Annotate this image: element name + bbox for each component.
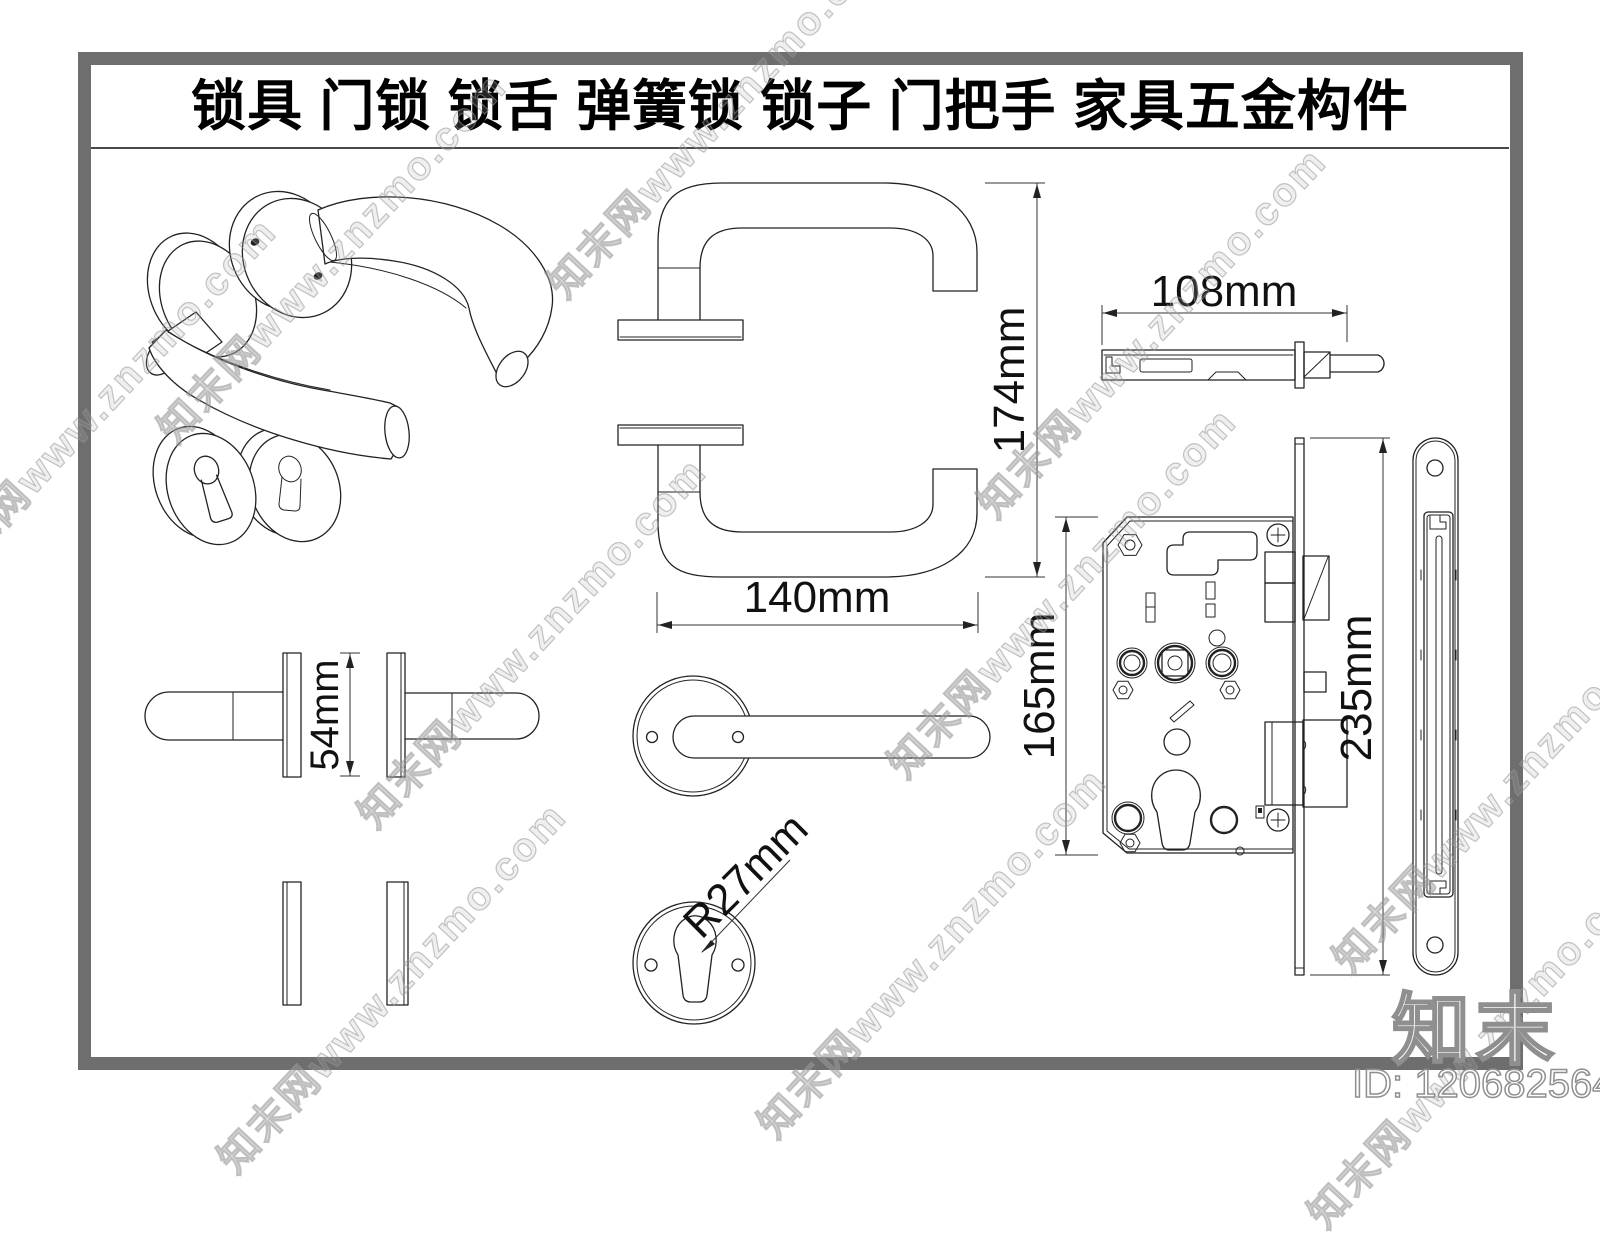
screw-dot <box>250 238 260 246</box>
image-id-label: ID: 1206825642 <box>1351 1061 1600 1107</box>
dim-lock-body-height-label: 165mm <box>1015 613 1064 760</box>
dim-rosette-side: 54mm <box>303 652 360 777</box>
screw-dot <box>313 272 323 280</box>
dim-lock-body-height: 165mm <box>1015 516 1098 856</box>
side-view-handle-pair: 54mm <box>144 652 540 778</box>
latch-side-view: 108mm <box>1101 267 1385 389</box>
top-view-handle <box>632 675 991 797</box>
technical-drawing-canvas: 174mm 140mm 108mm <box>144 182 1459 1025</box>
dim-escutcheon-radius-label: R27mm <box>674 804 818 948</box>
dim-faceplate-height-label: 235mm <box>1332 615 1381 762</box>
dim-latch-length: 108mm <box>1101 267 1348 345</box>
dim-handle-width: 140mm <box>656 573 979 633</box>
title-separator-line <box>91 147 1509 149</box>
iso-view-handle-set <box>145 190 554 546</box>
dim-handle-height: 174mm <box>985 182 1045 578</box>
dim-latch-length-label: 108mm <box>1151 267 1298 316</box>
page-title: 锁具 门锁 锁舌 弹簧锁 锁子 门把手 家具五金构件 <box>191 75 1409 137</box>
strike-plate-drawing <box>1412 437 1459 976</box>
front-view-handle-pair: 174mm 140mm <box>617 182 1045 633</box>
escutcheon-drawing: R27mm <box>632 804 818 1025</box>
lock-body-drawing: 165mm 235mm <box>1015 437 1390 976</box>
dim-rosette-side-label: 54mm <box>303 659 347 770</box>
dim-faceplate-height: 235mm <box>1310 437 1390 976</box>
rosette-plate-bars <box>282 881 409 1006</box>
znzmo-brand-logo: 知末 <box>1391 985 1561 1076</box>
dim-handle-height-label: 174mm <box>985 307 1034 454</box>
iso-keyhole <box>193 455 233 524</box>
dim-handle-width-label: 140mm <box>744 573 891 622</box>
